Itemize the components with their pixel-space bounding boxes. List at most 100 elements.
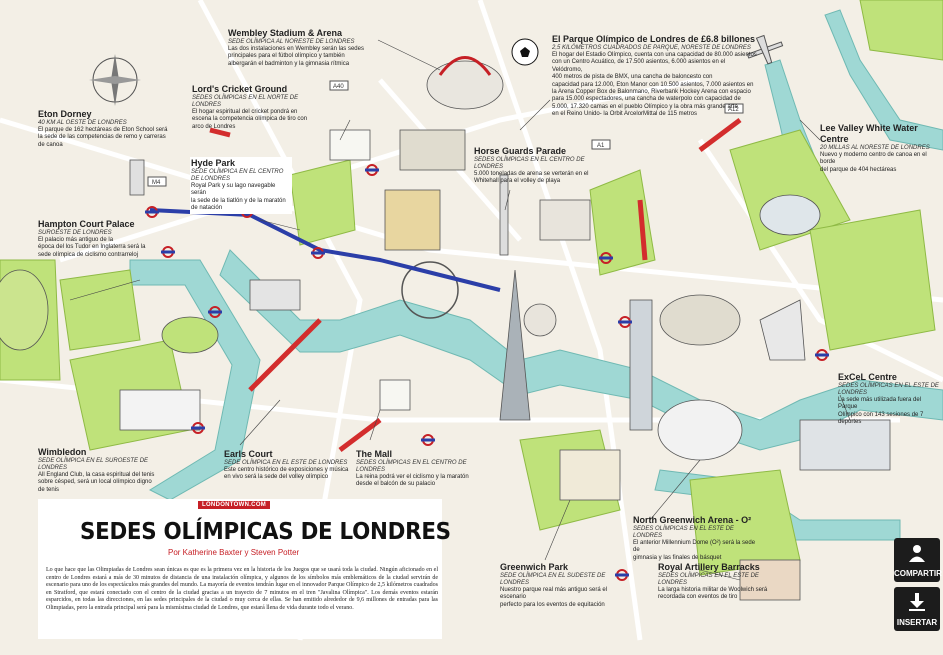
venue-desc-line: desde el balcón de su palacio bbox=[356, 481, 436, 488]
venue-title: El Parque Olímpico de Londres de £6.8 bi… bbox=[552, 34, 756, 44]
venue-title: The Mall bbox=[356, 449, 393, 459]
venue-desc-line: época del los Tudor en Inglaterra será l… bbox=[38, 244, 146, 251]
article-panel: LONDONTOWN.COM SEDES OLÍMPICAS DE LONDRE… bbox=[38, 499, 451, 639]
venue-desc-line: 5.000 toneladas de arena se verterán en … bbox=[474, 171, 589, 177]
article-title: SEDES OLÍMPICAS DE LONDRES bbox=[80, 519, 451, 545]
venue-title: Lee Valley White Water Centre bbox=[820, 123, 918, 144]
venue-desc-line: albergarán el badminton y la gimnasia rí… bbox=[228, 60, 350, 67]
venue-label-eton-dorney[interactable]: Eton Dorney 40 KM AL OESTE DE LONDRES El… bbox=[38, 109, 168, 149]
venue-desc-line: Este centro histórico de exposiciones y … bbox=[224, 467, 349, 473]
venue-label-north-greenwich[interactable]: North Greenwich Arena - O² SEDES OLÍMPIC… bbox=[633, 515, 763, 562]
venue-desc-line: principales para el fútbol olímpico y ta… bbox=[228, 53, 345, 60]
venue-desc-line: de canoa bbox=[38, 141, 63, 148]
share-icon bbox=[909, 545, 925, 562]
venue-desc-line: Las dos instalaciones en Wembley serán l… bbox=[228, 46, 364, 52]
venue-title: Earls Court bbox=[224, 449, 273, 459]
landmark-buildings bbox=[0, 56, 891, 601]
venue-label-wembley[interactable]: Wembley Stadium & Arena SEDE OLÍMPICA AL… bbox=[228, 28, 378, 68]
venue-desc-line: 5.000, 17.320 camas en el pueblo Olímpic… bbox=[552, 103, 738, 110]
venue-desc-line: perfecto para los eventos de equitación bbox=[500, 601, 605, 608]
venue-subtitle: 2,5 KILÓMETROS CUADRADOS DE PARQUE, NORE… bbox=[552, 45, 751, 51]
embed-button[interactable]: INSERTAR bbox=[894, 587, 940, 631]
venue-label-the-mall[interactable]: The Mall SEDES OLÍMPICAS EN EL CENTRO DE… bbox=[356, 449, 471, 489]
venue-desc-line: 400 metros de pista de BMX, una cancha d… bbox=[552, 74, 713, 81]
road-label: M4 bbox=[152, 180, 161, 186]
venue-label-greenwich-park[interactable]: Greenwich Park SEDE OLÍMPICA EN EL SUDES… bbox=[500, 562, 630, 609]
venue-desc-line: All England Club, la casa espiritual del… bbox=[38, 472, 155, 478]
venue-label-hyde-park[interactable]: Hyde Park SEDE OLÍMPICA EN EL CENTRO DE … bbox=[190, 157, 292, 214]
park-areas bbox=[0, 0, 943, 576]
compass-rose-icon bbox=[89, 54, 141, 106]
venue-desc-line: La reina podrá ver el ciclismo y la mara… bbox=[356, 474, 469, 480]
venue-subtitle: SEDES OLÍMPICAS EN EL CENTRO DE LONDRES bbox=[356, 460, 467, 473]
venue-desc-line: de natación bbox=[191, 205, 223, 212]
download-icon bbox=[909, 593, 925, 611]
venue-subtitle: 40 KM AL OESTE DE LONDRES bbox=[38, 120, 127, 126]
venue-title: Wembley Stadium & Arena bbox=[228, 28, 343, 38]
venue-subtitle: SEDE OLÍMPICA EN EL ESTE DE LONDRES bbox=[224, 460, 348, 466]
venue-desc-line: escena la competencia olímpica de tiro c… bbox=[192, 116, 308, 123]
venue-title: ExCeL Centre bbox=[838, 372, 897, 382]
venue-subtitle: SEDE OLÍMPICA EN EL SUDESTE DE LONDRES bbox=[500, 573, 606, 586]
road-label: A1 bbox=[597, 143, 605, 149]
callout-leaders bbox=[69, 39, 851, 581]
venue-desc-line: la sede de las competencias de remo y ca… bbox=[38, 134, 166, 141]
venue-desc-line: El parque de 162 hectáreas de Eton Schoo… bbox=[38, 127, 168, 133]
venue-title: Horse Guards Parade bbox=[474, 146, 567, 156]
venue-title: Wimbledon bbox=[38, 447, 87, 457]
article-body: Lo que hace que las Olimpiadas de Londre… bbox=[46, 567, 438, 611]
venue-title: Hyde Park bbox=[191, 158, 236, 168]
venue-label-hampton-court[interactable]: Hampton Court Palace SUROESTE DE LONDRES… bbox=[38, 219, 158, 259]
venue-desc-line: El hogar del Estadio Olímpico, cuenta co… bbox=[552, 52, 757, 58]
venue-desc-line: Royal Park y su lago navegable serán bbox=[191, 183, 276, 197]
site-tag[interactable]: LONDONTOWN.COM bbox=[198, 501, 271, 509]
venue-subtitle: SEDES OLÍMPICAS EN EL ESTE DE LONDRES bbox=[633, 526, 734, 539]
venue-title: Greenwich Park bbox=[500, 562, 569, 572]
venue-desc-line: capacidad para 12.000, Eton Manor con 10… bbox=[552, 81, 754, 88]
venue-title: Eton Dorney bbox=[38, 109, 92, 119]
venue-desc-line: recordada con eventos de tiro bbox=[658, 594, 738, 601]
venue-subtitle: SEDE OLÍMPICA EN EL SUROESTE DE LONDRES bbox=[38, 458, 149, 471]
venue-desc-line: sede olímpica de ciclismo contrarreloj bbox=[38, 251, 139, 258]
share-button[interactable]: COMPARTIR bbox=[894, 538, 942, 582]
venue-label-olympic-park[interactable]: El Parque Olímpico de Londres de £6.8 bi… bbox=[552, 34, 757, 119]
road-shields: A40 A1 A12 M4 bbox=[147, 80, 744, 187]
river-thames bbox=[219, 249, 943, 451]
venue-desc-line: El palacio más antiguo de la bbox=[38, 237, 114, 243]
venue-subtitle: SEDES OLÍMPICAS EN EL ESTE DE LONDRES bbox=[838, 383, 939, 396]
venue-desc-line: Olímpico con 143 sesiones de 7 deportes bbox=[838, 411, 924, 426]
embed-button-label: INSERTAR bbox=[896, 618, 938, 627]
venue-label-excel[interactable]: ExCeL Centre SEDES OLÍMPICAS EN EL ESTE … bbox=[838, 372, 941, 427]
venue-desc-line: Nuevo y moderno centro de canoa en el bo… bbox=[820, 152, 927, 166]
venue-title: North Greenwich Arena - O² bbox=[633, 515, 752, 525]
venue-desc-line: en vivo será la sede del volley olímpico bbox=[224, 474, 329, 481]
venue-subtitle: SEDES OLÍMPICAS EN EL CENTRO DE LONDRES bbox=[474, 157, 585, 170]
venue-desc-line: sobre césped, será un local olímpico dig… bbox=[38, 479, 152, 486]
venue-desc-line: en el Reino Unido- la Orbit ArcelorMitta… bbox=[552, 111, 697, 118]
venue-label-royal-artillery[interactable]: Royal Artillery Barracks SEDES OLÍMPICAS… bbox=[658, 562, 788, 602]
venue-desc-line: del parque de 404 hectáreas bbox=[820, 166, 897, 173]
underground-roundels bbox=[145, 164, 829, 581]
venue-desc-line: Whitehall para el volley de playa bbox=[474, 178, 561, 185]
venue-subtitle: SUROESTE DE LONDRES bbox=[38, 230, 112, 236]
venue-label-lee-valley[interactable]: Lee Valley White Water Centre 20 MILLAS … bbox=[820, 123, 940, 174]
venue-subtitle: SEDE OLÍMPICA AL NORESTE DE LONDRES bbox=[228, 39, 355, 45]
share-button-label: COMPARTIR bbox=[894, 569, 942, 578]
venue-label-wimbledon[interactable]: Wimbledon SEDE OLÍMPICA EN EL SUROESTE D… bbox=[38, 447, 166, 494]
venue-title: Hampton Court Palace bbox=[38, 219, 135, 229]
airplane-icon bbox=[746, 34, 784, 65]
tube-line bbox=[149, 208, 501, 292]
road-label: A40 bbox=[333, 84, 344, 90]
venue-label-earls-court[interactable]: Earls Court SEDE OLÍMPICA EN EL ESTE DE … bbox=[224, 449, 349, 482]
football-icon bbox=[511, 38, 539, 66]
venue-desc-line: gimnasia y las finales de básquet bbox=[633, 554, 722, 561]
venue-subtitle: SEDES OLÍMPICAS EN EL ESTE DE LONDRES bbox=[658, 573, 759, 586]
venue-subtitle: SEDE OLÍMPICA EN EL CENTRO DE LONDRES bbox=[191, 169, 284, 182]
road-label: A12 bbox=[728, 107, 739, 113]
venue-title: Royal Artillery Barracks bbox=[658, 562, 760, 572]
train-lines bbox=[209, 118, 742, 452]
venue-desc-line: El anterior Millennium Dome (O²) será la… bbox=[633, 540, 756, 554]
venue-label-lords[interactable]: Lord's Cricket Ground SEDES OLÍMPICAS EN… bbox=[192, 84, 327, 131]
venue-subtitle: 20 MILLAS AL NORESTE DE LONDRES bbox=[820, 145, 930, 151]
venue-label-horse-guards[interactable]: Horse Guards Parade SEDES OLÍMPICAS EN E… bbox=[474, 146, 614, 186]
